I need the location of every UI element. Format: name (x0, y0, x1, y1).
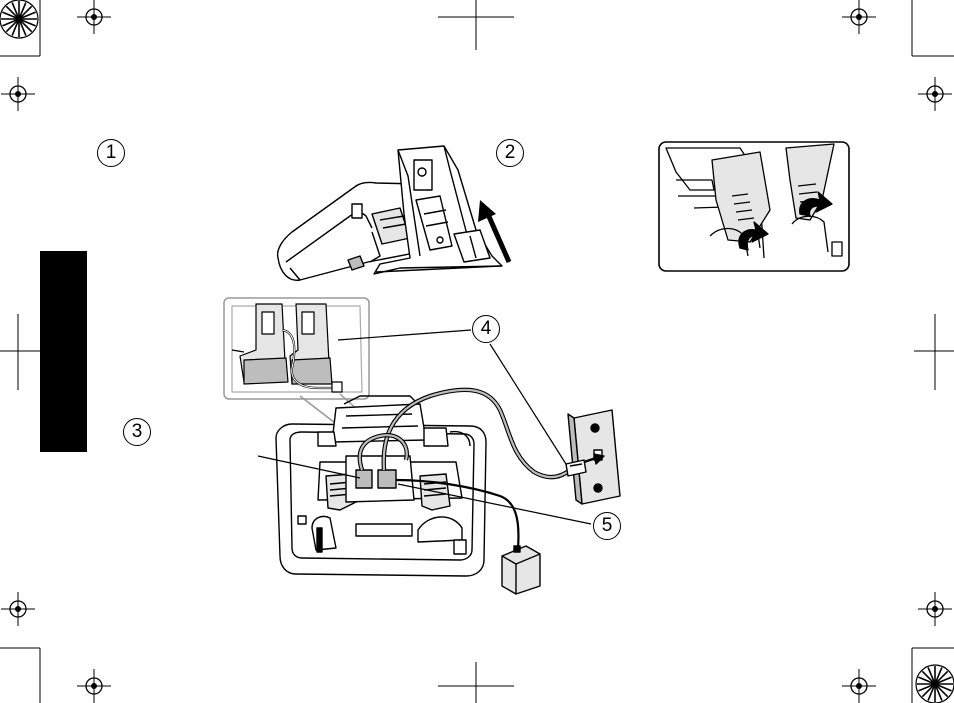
registration-mark-icon (842, 669, 876, 703)
inset-stand-clips (659, 142, 849, 271)
registration-mark-icon (918, 77, 952, 111)
registration-mark-icon (1, 77, 35, 111)
base-with-stand-illustration (278, 146, 502, 280)
color-target-icon (0, 0, 38, 38)
registration-mark-icon (918, 592, 952, 626)
color-target-icon (916, 665, 954, 703)
registration-mark-icon (77, 0, 111, 34)
inset-cord-routing (224, 298, 369, 399)
registration-mark-icon (77, 669, 111, 703)
registration-mark-icon (842, 0, 876, 34)
wall-jack-illustration (566, 410, 620, 504)
ac-adapter-illustration (502, 546, 540, 594)
registration-mark-icon (1, 592, 35, 626)
